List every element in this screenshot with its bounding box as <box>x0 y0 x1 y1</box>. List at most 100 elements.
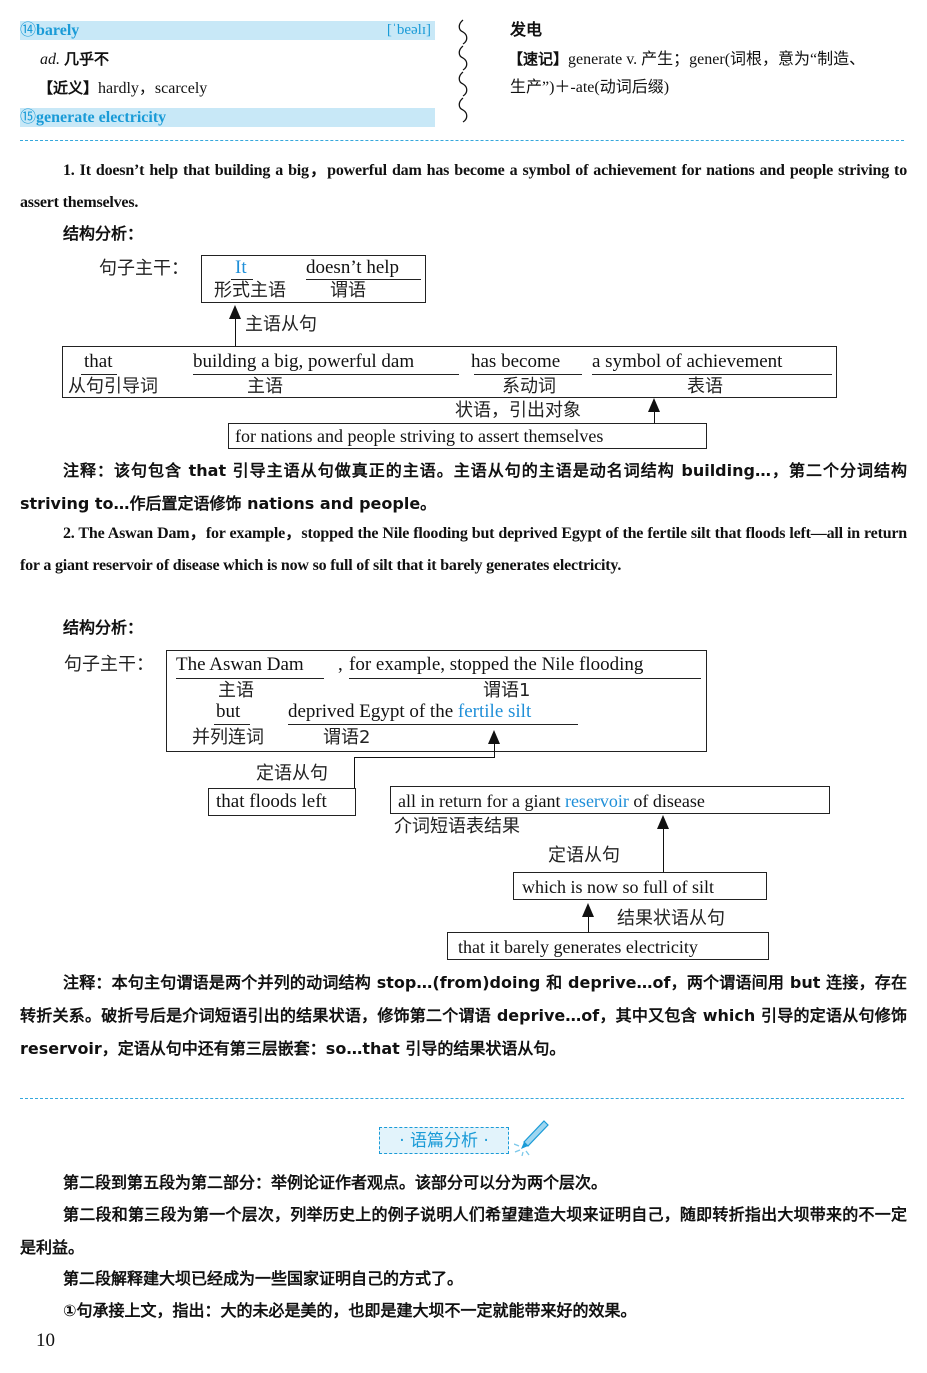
pen-icon <box>514 1120 549 1156</box>
vocab-15-memo: 【速记】generate v. 产生；gener(词根，意为“制造、 <box>508 49 865 70</box>
role-label: 主语 <box>218 680 254 701</box>
paragraph-text: 第二段到第五段为第二部分：举例论证作者观点。该部分可以分为两个层次。 <box>63 1173 608 1192</box>
pos: ad. <box>40 51 60 68</box>
section-divider <box>20 140 904 141</box>
arrow-label: 定语从句 <box>256 763 328 784</box>
note-text: 注释：本句主句谓语是两个并列的动词结构 stop…(from)doing 和 d… <box>20 973 907 1058</box>
main-clause-box <box>166 650 707 752</box>
memo-text: generate v. 产生；gener(词根，意为“制造、 <box>568 51 866 68</box>
subject-clause-box <box>62 346 837 398</box>
sentence-1: 1. It doesn’t help that building a big，p… <box>20 162 907 211</box>
vocab-14-meaning: ad. 几乎不 <box>40 49 109 70</box>
vocab-word: barely <box>36 22 80 39</box>
underline <box>193 374 459 375</box>
predicate-2: deprived Egypt of the fertile silt <box>288 701 531 723</box>
formal-subject: It <box>235 257 247 278</box>
conjunction: but <box>216 701 241 722</box>
arrow-label: 结果状语从句 <box>617 908 725 929</box>
comma: , <box>338 654 343 675</box>
role-label: 形式主语 <box>214 280 286 301</box>
fertile-silt: fertile silt <box>457 701 532 722</box>
arrowhead-icon <box>648 398 660 412</box>
discourse-p4: ①句承接上文，指出：大的未必是美的，也即是建大坝不一定就能带来好的效果。 <box>20 1295 907 1328</box>
vocab-15-meaning: 发电 <box>510 20 543 39</box>
clause-subject: building a big, powerful dam <box>193 351 415 372</box>
paragraph-text: ①句承接上文，指出：大的未必是美的，也即是建大坝不一定就能带来好的效果。 <box>63 1301 637 1320</box>
analysis-label-1: 结构分析： <box>63 224 144 243</box>
role-label: 主语 <box>247 376 283 397</box>
relative-clause-box <box>208 788 356 816</box>
adverbial-box <box>228 423 707 449</box>
predicate-2-text: deprived Egypt of the <box>288 701 458 722</box>
arrow-up-icon <box>654 410 655 424</box>
prep-phrase-text: of disease <box>628 791 705 811</box>
section-tag-discourse: · 语篇分析 · <box>379 1127 509 1154</box>
note-2: 注释：本句主句谓语是两个并列的动词结构 stop…(from)doing 和 d… <box>20 967 907 1066</box>
arrowhead-icon <box>229 305 241 319</box>
page-number: 10 <box>36 1330 55 1351</box>
connector-line <box>354 757 355 789</box>
arrowhead-icon <box>657 815 669 829</box>
result-clause-box <box>447 932 769 960</box>
role-label: 系动词 <box>502 376 556 397</box>
relative-clause: that floods left <box>216 791 327 812</box>
relative-clause: which is now so full of silt <box>522 877 714 897</box>
vocab-14-header: ⑭barely [ˈbeəlɪ] <box>20 21 435 40</box>
underline <box>176 678 324 679</box>
relative-clause-box <box>513 872 767 900</box>
underline <box>81 374 117 375</box>
underline <box>231 279 253 280</box>
synonym-label: 【近义】 <box>38 79 99 97</box>
vocab-15-header: ⑮generate electricity <box>20 108 435 127</box>
analysis-label-2: 结构分析： <box>63 618 144 637</box>
section-divider <box>20 1098 904 1099</box>
arrow-label: 状语，引出对象 <box>455 400 581 421</box>
predicative: a symbol of achievement <box>592 351 783 372</box>
connector-line <box>354 757 495 758</box>
vocab-15-memo-cont: 生产”)＋-ate(动词后缀) <box>510 79 670 96</box>
role-label: 从句引导词 <box>68 376 158 397</box>
underline <box>288 724 578 725</box>
arrow-label: 定语从句 <box>548 845 620 866</box>
subject: The Aswan Dam <box>176 654 304 675</box>
arrowhead-icon <box>488 730 500 744</box>
main-clause-label: 句子主干： <box>64 654 154 675</box>
main-clause-box <box>201 255 426 303</box>
arrow-up-icon <box>235 318 236 346</box>
discourse-p1: 第二段到第五段为第二部分：举例论证作者观点。该部分可以分为两个层次。 <box>20 1167 907 1200</box>
underline <box>592 374 832 375</box>
vocab-word: generate electricity <box>36 109 167 126</box>
underline <box>474 374 582 375</box>
arrow-up-icon <box>663 828 664 873</box>
paragraph-text: 第二段解释建大坝已经成为一些国家证明自己的方式了。 <box>63 1269 464 1288</box>
role-label: 谓语 <box>330 280 366 301</box>
vocab-14-synonyms: 【近义】hardly，scarcely <box>38 78 207 99</box>
discourse-p3: 第二段解释建大坝已经成为一些国家证明自己的方式了。 <box>20 1263 907 1296</box>
vocab-number: ⑮ <box>20 109 37 126</box>
linking-verb: has become <box>471 351 561 372</box>
reservoir: reservoir <box>564 791 629 811</box>
underline <box>214 724 250 725</box>
paragraph-text: 第二段和第三段为第一个层次，列举历史上的例子说明人们希望建造大坝来证明自己，随即… <box>20 1205 907 1257</box>
vocab-number: ⑭ <box>20 22 37 39</box>
underline <box>349 678 701 679</box>
sentence-2: 2. The Aswan Dam，for example，stopped the… <box>20 525 907 574</box>
conjunction: that <box>84 351 113 372</box>
role-label: 表语 <box>687 376 723 397</box>
arrow-label: 主语从句 <box>245 314 317 335</box>
role-label: 并列连词 <box>192 727 264 748</box>
memo-label: 【速记】 <box>508 50 569 68</box>
note-1: 注释：该句包含 that 引导主语从句做真正的主语。主语从句的主语是动名词结构 … <box>20 455 907 521</box>
result-clause: that it barely generates electricity <box>458 937 698 957</box>
divider-squiggle-icon <box>458 19 468 123</box>
meaning: 几乎不 <box>64 50 110 68</box>
role-label: 谓语2 <box>323 727 371 748</box>
predicate: doesn’t help <box>306 257 400 278</box>
discourse-p2: 第二段和第三段为第一个层次，列举历史上的例子说明人们希望建造大坝来证明自己，随即… <box>20 1199 907 1265</box>
arrow-up-icon <box>588 916 589 933</box>
predicate-1: for example, stopped the Nile flooding <box>349 654 644 675</box>
synonyms: hardly，scarcely <box>98 80 208 97</box>
note-text: 注释：该句包含 that 引导主语从句做真正的主语。主语从句的主语是动名词结构 … <box>20 461 907 513</box>
role-label: 谓语1 <box>483 680 531 701</box>
prep-phrase-box <box>390 786 830 814</box>
